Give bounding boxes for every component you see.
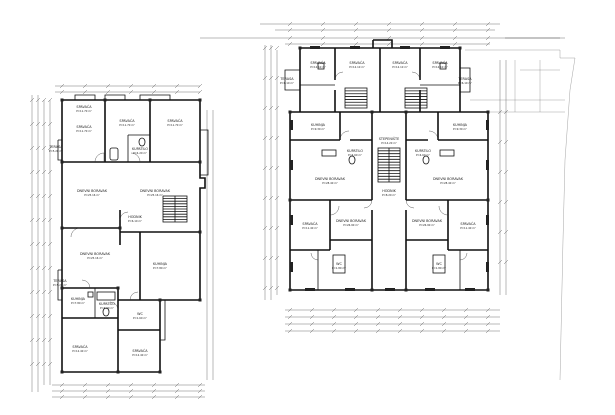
left-doors — [70, 152, 141, 311]
room-area: P=11.40 m² — [302, 226, 318, 230]
room-area: P=6.10 m² — [128, 219, 142, 223]
room-name: SPAVAĆA — [76, 124, 92, 129]
room-area: P=11.70 m² — [167, 123, 183, 127]
room-name: TERASA — [279, 77, 294, 81]
room-area: P=12.10 m² — [392, 65, 408, 69]
room-name: SPAVAĆA — [349, 60, 365, 65]
room-area: P=28.40 m² — [322, 181, 338, 185]
room-area: P=5.20 m² — [49, 149, 63, 153]
room-area: P=6.10 m² — [280, 81, 294, 85]
room-name: SPAVAĆA — [132, 348, 148, 353]
room-area: P=7.80 m² — [153, 266, 167, 270]
site-boundary — [465, 49, 576, 381]
room-area: P=9.30 m² — [453, 127, 467, 131]
left-outer-wall — [61, 99, 206, 373]
left-fixtures — [87, 137, 146, 317]
right-interior-walls — [290, 48, 488, 290]
right-fixtures — [317, 62, 455, 274]
room-name: DNEVNI BORAVAK — [336, 219, 367, 223]
room-area: P=11.70 m² — [119, 123, 135, 127]
room-area: P=7.80 m² — [71, 301, 85, 305]
room-name: KUPATILO — [347, 149, 363, 153]
room-name: DNEVNI BORAVAK — [315, 177, 346, 181]
room-name: SPAVAĆA — [76, 104, 92, 109]
room-area: P=26.90 m² — [343, 223, 359, 227]
room-area: P=4.20 m² — [100, 306, 114, 310]
room-name: KUHINJA — [453, 123, 468, 127]
room-name: HODNIK — [382, 189, 396, 193]
right-staircase — [344, 87, 428, 183]
room-area: P=1.80 m² — [332, 266, 346, 270]
room-area: P=5.20 m² — [53, 283, 67, 287]
room-name: SPAVAĆA — [460, 221, 476, 226]
room-name: KUPATILO — [99, 302, 115, 306]
room-area: P=11.70 m² — [76, 109, 92, 113]
room-area: P=11.40 m² — [460, 226, 476, 230]
room-area: P=26.90 m² — [419, 223, 435, 227]
room-name: KUHINJA — [311, 123, 326, 127]
room-area: P=9.30 m² — [311, 127, 325, 131]
room-name: WC — [336, 262, 342, 266]
room-name: SPAVAĆA — [167, 118, 183, 123]
room-name: DNEVNI BORAVAK — [433, 177, 464, 181]
room-name: DNEVNI BORAVAK — [77, 189, 108, 193]
room-name: KUHINJA — [71, 297, 86, 301]
room-name: SPAVAĆA — [72, 344, 88, 349]
room-name: WC — [436, 262, 442, 266]
room-name: HODNIK — [128, 215, 142, 219]
left-plan-dimensions — [29, 83, 214, 400]
room-area: P=28.40 m² — [440, 181, 456, 185]
room-name: DNEVNI BORAVAK — [80, 252, 111, 256]
room-area: P=14.20 m² — [381, 141, 397, 145]
left-staircase — [162, 195, 188, 223]
room-name: DNEVNI BORAVAK — [412, 219, 443, 223]
right-doors — [310, 71, 468, 261]
room-name: DNEVNI BORAVAK — [140, 189, 171, 193]
room-area: P=12.10 m² — [432, 65, 448, 69]
room-area: P=4.60 m² — [348, 153, 362, 157]
room-name: TERASA — [48, 145, 63, 149]
room-area: P=4.60 m² — [416, 153, 430, 157]
room-name: WC — [137, 312, 143, 316]
room-area: P=25.16 m² — [84, 193, 100, 197]
room-name: SPAVAĆA — [310, 60, 326, 65]
room-name: TERASA — [52, 279, 67, 283]
room-area: P=12.40 m² — [72, 349, 88, 353]
room-name: KUPATILO — [415, 149, 431, 153]
room-area: P=1.80 m² — [432, 266, 446, 270]
room-area: P=8.20 m² — [382, 193, 396, 197]
room-area: P=12.10 m² — [310, 65, 326, 69]
room-area: P=6.10 m² — [458, 81, 472, 85]
room-name: SPAVAĆA — [119, 118, 135, 123]
room-area: P=4.20 m² — [133, 151, 147, 155]
room-name: SPAVAĆA — [392, 60, 408, 65]
room-area: P=12.40 m² — [132, 353, 148, 357]
room-name: TERASA — [457, 77, 472, 81]
room-area: P=12.10 m² — [349, 65, 365, 69]
right-plan-dimensions — [200, 21, 565, 334]
room-name: KUHINJA — [153, 262, 168, 266]
room-name: STEPENIŠTE — [379, 136, 399, 141]
room-area: P=1.60 m² — [133, 316, 147, 320]
right-window-marks — [290, 46, 489, 291]
room-name: SPAVAĆA — [302, 221, 318, 226]
room-name: SPAVAĆA — [432, 60, 448, 65]
room-area: P=25.16 m² — [87, 256, 103, 260]
room-name: KUPATILO — [132, 147, 148, 151]
room-area: P=11.70 m² — [76, 129, 92, 133]
room-area: P=25.16 m² — [147, 193, 163, 197]
